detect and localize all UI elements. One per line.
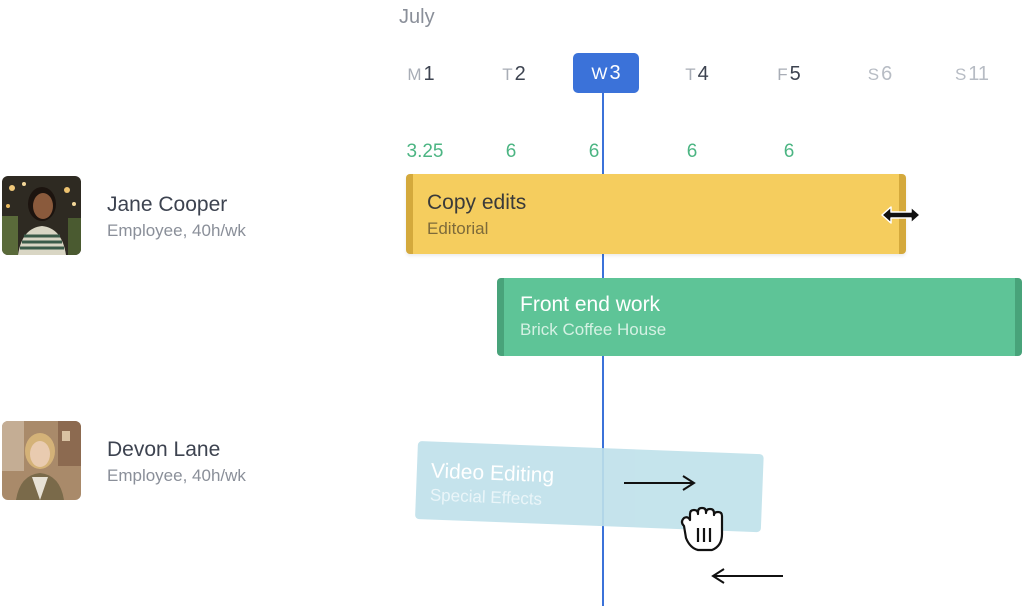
avatar[interactable] xyxy=(2,176,81,255)
day-number: 6 xyxy=(881,63,893,85)
task-title: Video Editing xyxy=(430,459,555,488)
day-letter: S xyxy=(954,65,967,84)
grab-hand-icon[interactable] xyxy=(676,504,732,561)
daily-hours: 6 xyxy=(783,141,795,162)
task-project: Brick Coffee House xyxy=(520,320,667,339)
day-letter: S xyxy=(867,65,880,84)
day-number: 4 xyxy=(697,63,709,85)
day-number: 5 xyxy=(789,63,801,85)
task-title: Copy edits xyxy=(427,191,527,214)
day-letter: M xyxy=(407,65,422,84)
day-number: 3 xyxy=(609,62,621,84)
task-bar-copy-edits[interactable]: Copy edits Editorial xyxy=(406,174,906,254)
daily-hours: 6 xyxy=(505,141,517,162)
task-bar-front-end-work[interactable]: Front end work Brick Coffee House xyxy=(497,278,1022,356)
person-name: Jane Cooper xyxy=(107,193,228,216)
person-role: Employee, 40h/wk xyxy=(107,466,246,485)
day-letter: W xyxy=(591,64,608,83)
daily-hours: 3.25 xyxy=(406,141,444,162)
arrow-right-icon xyxy=(623,473,697,498)
month-label: July xyxy=(399,6,435,28)
resize-horizontal-icon[interactable] xyxy=(880,204,922,231)
person-name: Devon Lane xyxy=(107,438,221,461)
task-title: Front end work xyxy=(520,293,661,316)
day-letter: F xyxy=(777,65,788,84)
task-project: Editorial xyxy=(427,219,489,238)
daily-hours: 6 xyxy=(686,141,698,162)
avatar[interactable] xyxy=(2,421,81,500)
day-number: 2 xyxy=(514,63,526,85)
day-letter: T xyxy=(685,65,696,84)
day-number: 1 xyxy=(423,63,435,85)
day-number: 11 xyxy=(968,63,990,85)
person-role: Employee, 40h/wk xyxy=(107,221,246,240)
day-letter: T xyxy=(502,65,513,84)
daily-hours: 6 xyxy=(588,141,600,162)
arrow-left-icon xyxy=(710,566,784,591)
task-project: Special Effects xyxy=(429,485,543,509)
